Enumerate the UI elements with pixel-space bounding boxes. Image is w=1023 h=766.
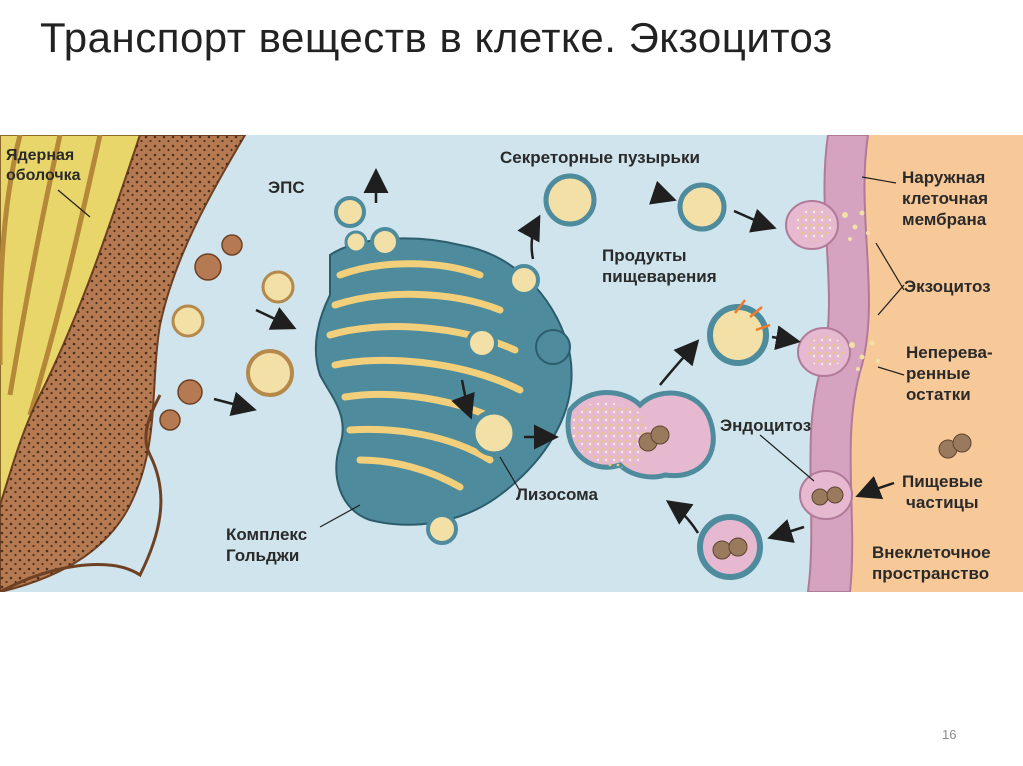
food-particles [938,433,972,459]
golgi-complex [314,237,573,526]
released-particles [842,210,881,371]
secretory-vesicles [543,173,727,232]
extracellular-space [850,135,1023,592]
er-fold [0,394,163,592]
page-number: 16 [942,727,957,742]
nuclear-envelope-stripes [0,135,103,416]
label-outer-membrane: Наружная клеточная мембрана [902,168,993,229]
slide-title: Транспорт веществ в клетке. Экзоцитоз [40,14,833,61]
label-lysosome: Лизосома [516,485,599,504]
endocytic-vesicle [697,514,763,580]
lysosome [470,409,518,457]
flow-arrows [213,168,895,543]
label-endocytosis: Эндоцитоз [720,416,811,435]
label-er: ЭПС [268,178,305,197]
endocytosis-pocket [799,470,853,520]
label-exocytosis: Экзоцитоз [904,277,991,296]
label-undigested-remains: Неперева- ренные остатки [906,343,997,404]
label-golgi-complex: Комплекс Гольджи [226,525,312,565]
rough-er-dots [0,135,245,592]
digestion-vesicle [707,299,771,366]
leader-lines [57,176,905,528]
label-digestion-products: Продукты пищеварения [602,246,717,286]
golgi-vesicles-top [334,196,540,545]
exocytosis-pocket-middle [797,327,851,377]
label-nuclear-envelope: Ядерная оболочка [6,147,81,184]
exocytosis-pocket-top [785,200,839,250]
label-secretory-vesicles: Секреторные пузырьки [500,148,700,167]
fusion-vacuole [565,390,716,480]
label-extracellular-space: Внеклеточное пространство [872,543,995,583]
er-vesicles [159,234,295,431]
label-food-particles: Пищевые частицы [902,472,988,512]
exocytosis-diagram: Ядерная оболочка ЭПС Секреторные пузырьк… [0,135,1023,592]
